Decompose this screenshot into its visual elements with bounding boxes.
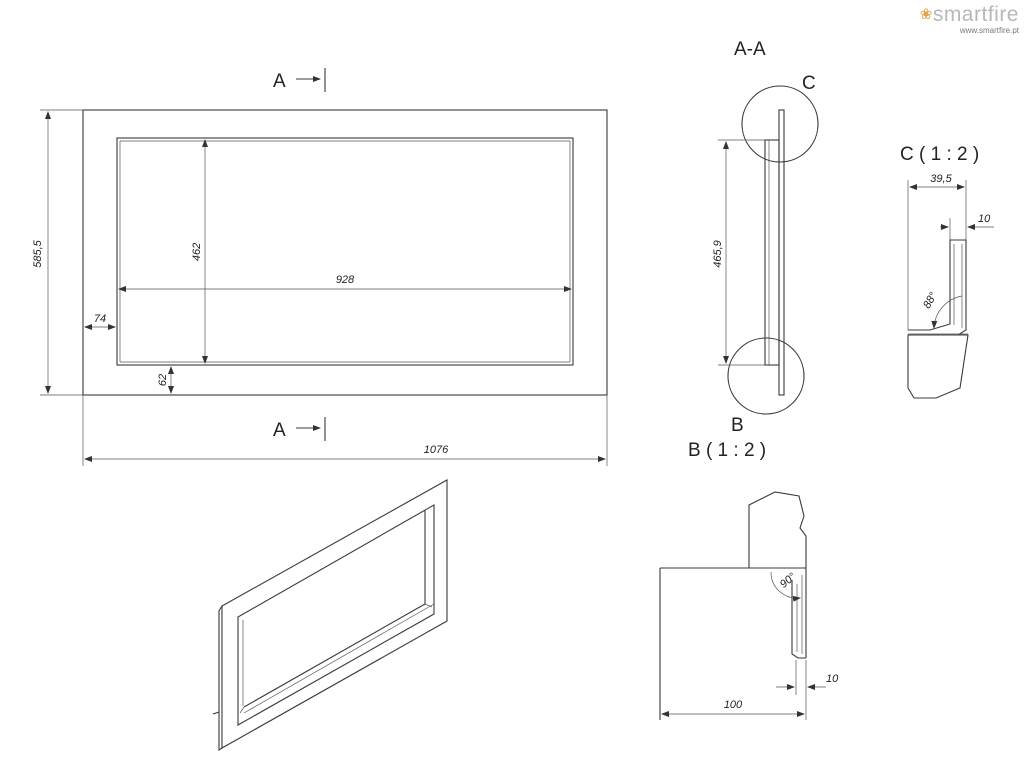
detail-b-title: B ( 1 : 2 ) <box>688 440 766 461</box>
dim-side-border: 74 <box>94 313 106 325</box>
section-title: A-A <box>734 39 766 60</box>
dim-total-height: 585,5 <box>32 239 44 267</box>
dim-c-lip: 10 <box>978 213 991 225</box>
isometric-view <box>212 479 448 752</box>
dim-inner-width: 928 <box>336 274 355 286</box>
detail-c-label: C <box>802 73 816 94</box>
detail-c-view: C ( 1 : 2 ) 39,5 10 88° <box>900 144 994 399</box>
brand-logo: ❀smartfire www.smartfire.pt <box>903 4 1019 36</box>
cut-label-bottom: A <box>273 420 286 441</box>
dim-b-angle: 90° <box>778 570 799 590</box>
dim-b-depth: 100 <box>724 699 743 711</box>
detail-c-title: C ( 1 : 2 ) <box>900 144 979 165</box>
dim-c-angle: 88° <box>921 290 940 311</box>
outer-frame <box>82 109 608 396</box>
brand-name: smartfire <box>932 3 1019 26</box>
inner-opening <box>116 137 574 366</box>
detail-b-circle <box>727 337 805 415</box>
cut-label-top: A <box>273 71 286 92</box>
dim-total-width: 1076 <box>424 444 449 456</box>
dim-bottom-border: 62 <box>157 374 169 386</box>
detail-c-circle <box>741 85 819 163</box>
iso-outer-frame <box>221 479 448 749</box>
dim-b-lip: 10 <box>826 673 839 685</box>
iso-inner-opening <box>237 504 435 726</box>
dim-c-width: 39,5 <box>930 173 952 185</box>
detail-b-label: B <box>731 415 744 436</box>
front-view: 585,5 462 928 74 62 1076 A A <box>32 68 608 466</box>
detail-b-view: B ( 1 : 2 ) 90° 10 100 <box>659 440 839 720</box>
dim-section-height: 465,9 <box>712 240 724 268</box>
flame-icon: ❀ <box>919 6 933 23</box>
dim-inner-height: 462 <box>191 243 203 261</box>
section-view: A-A C B 465,9 <box>712 39 819 436</box>
brand-url: www.smartfire.pt <box>959 26 1019 35</box>
